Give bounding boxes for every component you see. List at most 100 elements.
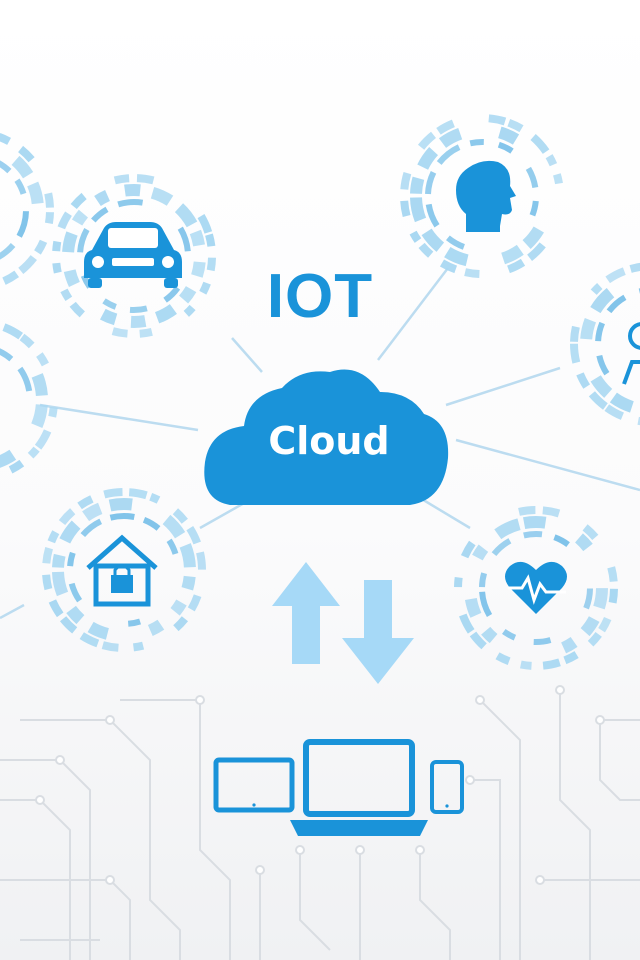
ring-segment bbox=[523, 516, 547, 530]
ring-segment bbox=[421, 228, 445, 252]
ring-segment bbox=[94, 190, 111, 207]
ring-segment bbox=[127, 618, 141, 627]
ring-segment bbox=[576, 372, 591, 389]
ring-segment bbox=[189, 229, 206, 247]
ring-segment bbox=[124, 184, 141, 197]
ring-segment bbox=[58, 508, 76, 526]
ring-segment bbox=[173, 616, 189, 632]
user-edge-node[interactable] bbox=[622, 322, 640, 385]
ring-segment bbox=[150, 186, 174, 206]
ring-segment bbox=[52, 571, 69, 597]
ring-segment bbox=[469, 631, 487, 650]
ring-segment bbox=[99, 308, 118, 326]
ring-segment bbox=[542, 658, 561, 670]
ring-segment bbox=[0, 449, 17, 468]
circuit-pads bbox=[35, 685, 605, 885]
ring-segment bbox=[587, 631, 602, 647]
health-ring bbox=[454, 506, 618, 670]
car-node[interactable] bbox=[84, 222, 182, 288]
ring-segment bbox=[590, 283, 603, 295]
ring-segment bbox=[162, 514, 186, 539]
ring-segment bbox=[130, 315, 147, 328]
ring-segment bbox=[44, 212, 54, 224]
ring-segment bbox=[481, 626, 498, 644]
sync-arrows bbox=[272, 562, 414, 684]
up-arrow-icon bbox=[272, 562, 340, 664]
ring-segment bbox=[638, 288, 640, 295]
ring-segment bbox=[66, 605, 85, 625]
laptop-icon bbox=[290, 739, 428, 836]
ring-segment bbox=[608, 588, 618, 604]
ring-segment bbox=[71, 209, 89, 226]
ring-segment bbox=[103, 488, 123, 499]
ring-segment bbox=[604, 404, 625, 420]
ring-segment bbox=[570, 343, 581, 364]
heart-pulse-icon bbox=[505, 561, 567, 614]
ring-segment bbox=[553, 534, 570, 548]
ring-segment bbox=[139, 327, 153, 338]
ring-segment bbox=[494, 518, 521, 540]
ring-segment bbox=[464, 597, 482, 618]
ring-segment bbox=[199, 281, 211, 295]
ring-segment bbox=[69, 301, 85, 318]
ring-segment bbox=[48, 599, 64, 618]
ring-segment bbox=[91, 206, 109, 223]
ring-segment bbox=[187, 594, 202, 612]
ring-segment bbox=[479, 591, 493, 618]
ring-segment bbox=[497, 141, 514, 154]
ring-segment bbox=[418, 242, 434, 258]
ring-segment bbox=[111, 327, 128, 338]
ring-segment bbox=[174, 203, 198, 228]
ring-segment bbox=[197, 214, 213, 234]
circuit-pattern bbox=[0, 690, 640, 960]
ring-segment bbox=[522, 226, 544, 250]
ring-segment bbox=[469, 138, 484, 147]
ring-segment bbox=[0, 242, 16, 260]
ring-segment bbox=[491, 538, 512, 557]
ring-segment bbox=[507, 258, 526, 274]
ring-segment bbox=[117, 199, 144, 208]
ring-segment bbox=[479, 572, 488, 588]
car-ring bbox=[52, 174, 216, 338]
ring-segment bbox=[464, 268, 480, 278]
ring-segment bbox=[436, 144, 461, 165]
ring-segment bbox=[527, 242, 546, 261]
ring-segment bbox=[68, 582, 83, 603]
ring-segment bbox=[545, 154, 558, 167]
ring-segment bbox=[42, 574, 53, 591]
ring-segment bbox=[196, 551, 206, 570]
ring-segment bbox=[16, 211, 29, 238]
user-edge-ring bbox=[570, 262, 640, 426]
left-edge-ring bbox=[0, 323, 58, 474]
ring-segment bbox=[113, 174, 130, 185]
ring-segment bbox=[18, 145, 35, 163]
cloud-hub[interactable] bbox=[204, 369, 449, 506]
ring-segment bbox=[147, 619, 165, 637]
ring-segment bbox=[583, 588, 593, 610]
ring-segment bbox=[101, 641, 119, 652]
ring-segment bbox=[582, 524, 599, 541]
ring-segment bbox=[205, 233, 216, 247]
ring-segment bbox=[606, 294, 627, 314]
home-node[interactable] bbox=[86, 534, 158, 607]
ring-segment bbox=[34, 429, 52, 450]
ring-segment bbox=[186, 525, 201, 545]
ring-segment bbox=[47, 530, 60, 544]
ring-segment bbox=[488, 114, 507, 126]
ring-segment bbox=[501, 244, 524, 265]
health-node[interactable] bbox=[505, 561, 567, 614]
ring-segment bbox=[18, 255, 37, 275]
ring-segment bbox=[580, 616, 600, 637]
ring-segment bbox=[77, 495, 94, 510]
ring-segment bbox=[409, 230, 422, 243]
ring-segment bbox=[417, 147, 439, 170]
ring-segment bbox=[629, 262, 640, 273]
car-icon bbox=[84, 222, 182, 288]
ring-segment bbox=[67, 551, 76, 567]
person-node[interactable] bbox=[456, 160, 516, 232]
ring-segment bbox=[570, 325, 580, 342]
ring-segment bbox=[502, 628, 517, 641]
home-ring bbox=[42, 488, 206, 652]
ring-segment bbox=[128, 488, 148, 500]
ring-segment bbox=[560, 636, 578, 654]
